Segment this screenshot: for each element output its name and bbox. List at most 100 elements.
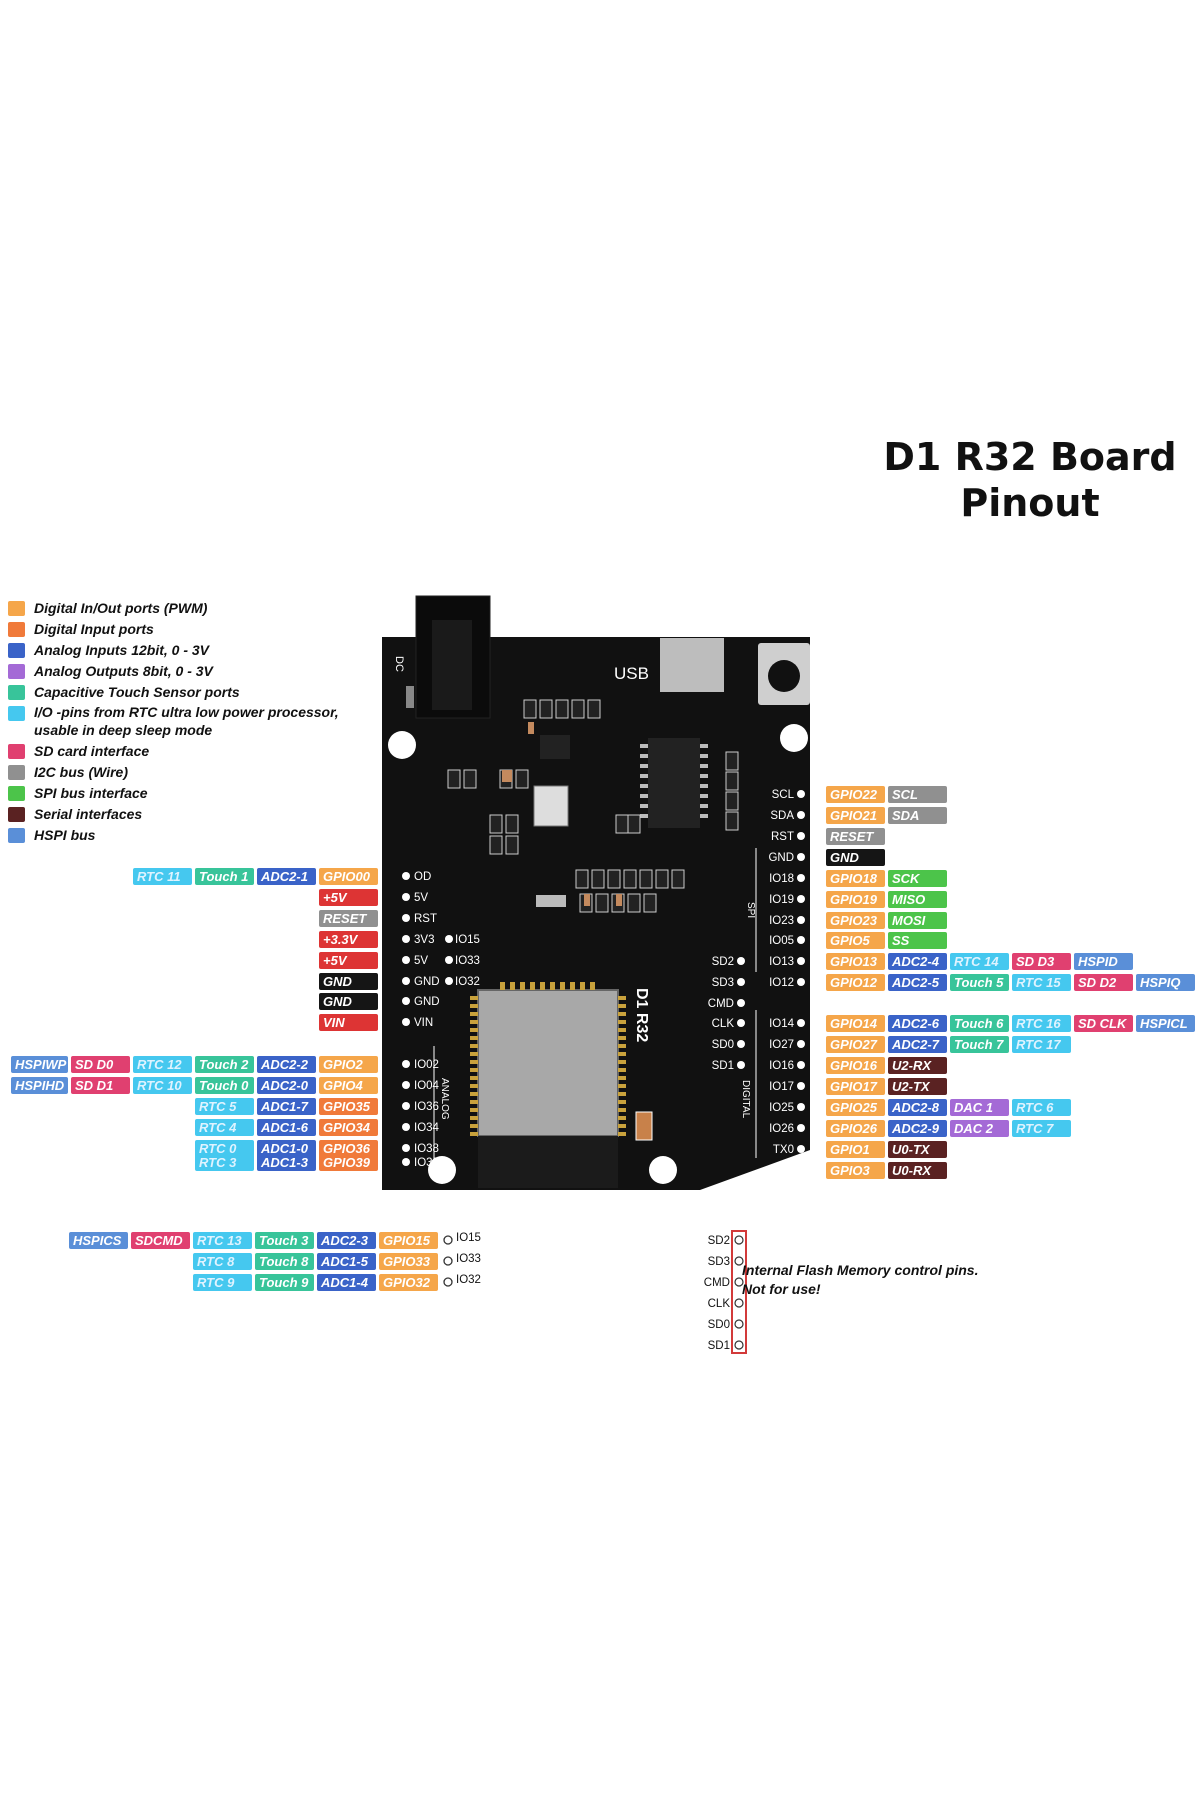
pin-function-tag: HSPIHD (11, 1077, 68, 1094)
board-pin-label: IO05 (769, 935, 794, 947)
legend-swatch (8, 601, 25, 616)
smd-component (505, 814, 519, 834)
module-pad (618, 1092, 626, 1096)
pin-function-tag: Touch 7 (950, 1036, 1009, 1053)
smd-component (489, 835, 503, 855)
pin-function-tag: RTC 11 (133, 868, 192, 885)
board-pin-label: IO17 (769, 1081, 794, 1093)
pin-function-tag: ADC2-0 (257, 1077, 316, 1094)
module-pad (580, 982, 585, 990)
module-pad (570, 982, 575, 990)
pin-dot (797, 1103, 805, 1111)
ic-pin (640, 814, 648, 818)
flash-pin-label: CLK (708, 1298, 731, 1310)
module-pad (470, 1012, 478, 1016)
legend-item: Analog Inputs 12bit, 0 - 3V (8, 640, 354, 661)
legend-item: I2C bus (Wire) (8, 762, 354, 783)
legend-item: Capacitive Touch Sensor ports (8, 682, 354, 703)
board-pin-label: IO36 (414, 1101, 439, 1113)
board-pin-label: IO13 (769, 956, 794, 968)
legend-label: Capacitive Touch Sensor ports (34, 684, 240, 700)
module-pad (618, 996, 626, 1000)
pin-function-tag: GPIO19 (826, 891, 885, 908)
board-pin-label: IO33 (455, 955, 480, 967)
smd-component (555, 699, 569, 719)
board-pin-label: IO27 (769, 1039, 794, 1051)
pin-function-tag: GPIO26 (826, 1120, 885, 1137)
board-pin-label: OD (414, 871, 431, 883)
legend-label: I/O -pins from RTC ultra low power proce… (34, 704, 339, 738)
module-pad (470, 1060, 478, 1064)
pin-function-tag: GPIO12 (826, 974, 885, 991)
smd-component (627, 893, 641, 913)
module-pad (470, 1132, 478, 1136)
flash-note-line-1: Internal Flash Memory control pins. (742, 1262, 979, 1278)
legend-swatch (8, 744, 25, 759)
pin-function-tag: GPIO32 (379, 1274, 438, 1291)
pin-function-tag: U2-RX (888, 1057, 947, 1074)
pin-function-tag: ADC1-7 (257, 1098, 316, 1115)
board-pin-label: 3V3 (414, 934, 434, 946)
pin-function-tag: HSPIQ (1136, 974, 1195, 991)
reset-button-cap (768, 660, 800, 692)
pin-dot (797, 936, 805, 944)
smd-component (725, 791, 739, 811)
pin-dot (402, 997, 410, 1005)
flash-pin-label: SD2 (708, 1235, 730, 1247)
pin-function-tag: RTC 7 (1012, 1120, 1071, 1137)
module-pad (618, 1036, 626, 1040)
smd-component (505, 835, 519, 855)
smd-component (595, 893, 609, 913)
pin-function-tag: HSPID (1074, 953, 1133, 970)
mount-hole (428, 1156, 456, 1184)
board-pin-label: IO15 (456, 1232, 481, 1244)
board-pin-label: IO19 (769, 894, 794, 906)
pin-dot (734, 1340, 744, 1350)
pin-function-tag: GPIO23 (826, 912, 885, 929)
board-pin-label: IO15 (455, 934, 480, 946)
digital-label: DIGITAL (740, 1080, 751, 1119)
pin-dot (402, 1081, 410, 1089)
pin-dot (797, 1082, 805, 1090)
pin-dot (402, 1123, 410, 1131)
board-pin-label: IO12 (769, 977, 794, 989)
module-pad (540, 982, 545, 990)
pin-function-tag: ADC2-3 (317, 1232, 376, 1249)
board-pin-label: IO33 (456, 1253, 481, 1265)
pin-function-tag: GPIO15 (379, 1232, 438, 1249)
flash-note: Internal Flash Memory control pins. Not … (742, 1261, 978, 1299)
pin-dot (402, 893, 410, 901)
pin-function-tag: GPIO2 (319, 1056, 378, 1073)
pin-function-tag: GPIO1 (826, 1141, 885, 1158)
pin-dot (797, 895, 805, 903)
ic-pin (700, 744, 708, 748)
board-pin-label: SDA (770, 810, 794, 822)
pin-function-tag: RTC 15 (1012, 974, 1071, 991)
board-pin-label: SD1 (712, 1060, 734, 1072)
module-pad (470, 1004, 478, 1008)
ic-pin (640, 764, 648, 768)
smd-component (655, 869, 669, 889)
smd-component (463, 769, 477, 789)
pin-function-tag: ADC1-6 (257, 1119, 316, 1136)
board-pin-label: IO23 (769, 915, 794, 927)
pin-function-tag: +5V (319, 889, 378, 906)
board-pin-label: TX0 (773, 1144, 794, 1156)
pin-function-tag: Touch 6 (950, 1015, 1009, 1032)
pin-function-tag: Touch 5 (950, 974, 1009, 991)
board-pin-label: IO32 (455, 976, 480, 988)
module-pad (618, 1116, 626, 1120)
smd-component (489, 814, 503, 834)
module-pad (470, 1028, 478, 1032)
smd-resistor (584, 894, 590, 906)
pin-function-tag: SD D3 (1012, 953, 1071, 970)
legend-swatch (8, 765, 25, 780)
board-pin-label: IO25 (769, 1102, 794, 1114)
board-pin-label: 5V (414, 955, 428, 967)
pin-dot (734, 1256, 744, 1266)
pin-function-tag: ADC2-1 (257, 868, 316, 885)
pin-dot (402, 956, 410, 964)
pin-function-tag: RESET (826, 828, 885, 845)
pin-dot (797, 1019, 805, 1027)
pin-function-tag: MOSI (888, 912, 947, 929)
